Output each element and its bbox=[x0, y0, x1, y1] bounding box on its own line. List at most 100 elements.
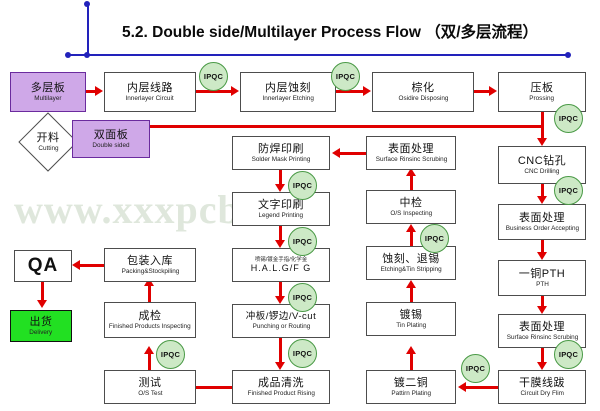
node-delivery[interactable]: 出货 Delivery bbox=[10, 310, 72, 342]
ipqc-label: IPQC bbox=[292, 181, 313, 190]
node-pattern-plating-cn: 镀二铜 bbox=[393, 376, 429, 389]
arrowhead-qa-to-delivery bbox=[37, 300, 47, 308]
node-tin-plating-en: Tin Plating bbox=[396, 321, 426, 329]
arrow-rinsing-to-soldermask bbox=[340, 152, 366, 155]
node-punching-cn: 冲板/锣边/V-cut bbox=[245, 310, 317, 322]
arrowhead-test-to-inspect bbox=[144, 346, 154, 354]
arrow-surface-to-pth bbox=[541, 240, 544, 254]
node-innerlayer-circuit-cn: 内层线路 bbox=[127, 81, 173, 94]
arrowhead-etching-to-oxide bbox=[363, 86, 371, 96]
arrowhead-soldermask-to-legend bbox=[275, 184, 285, 192]
ipqc-badge-os-inspecting[interactable]: IPQC bbox=[420, 224, 449, 253]
arrowhead-oxide-to-pressing bbox=[489, 86, 497, 96]
node-surface-rinsing-right-en: Surface Rinsinc Scrubing bbox=[506, 333, 578, 341]
ipqc-badge-os-test[interactable]: IPQC bbox=[156, 340, 185, 369]
node-pressing-cn: 压板 bbox=[530, 81, 554, 94]
arrowhead-drilling-to-surface bbox=[537, 196, 547, 204]
node-cutting[interactable]: 开料 Cutting bbox=[8, 112, 88, 172]
node-dry-film-en: Circuit Dry Flim bbox=[520, 389, 564, 397]
node-legend-printing[interactable]: 文字印刷 Legend Printing bbox=[232, 192, 330, 226]
arrow-rinse-to-test bbox=[196, 386, 232, 389]
ipqc-badge-pressing[interactable]: IPQC bbox=[554, 104, 583, 133]
node-halg[interactable]: 喷锡/镀金手指/化学金 H.A.L.G/F G bbox=[232, 248, 330, 282]
arrow-rinsing-to-dryfilm bbox=[541, 348, 544, 364]
node-etch-strip[interactable]: 蚀刻、退锡 Etching&Tin Stripping bbox=[366, 246, 456, 280]
node-surface-rinsing-mid[interactable]: 表面处理 Surface Rinsinc Scrubing bbox=[366, 136, 456, 170]
ipqc-badge-innerlayer-circuit[interactable]: IPQC bbox=[199, 62, 228, 91]
node-surface-rinsing-right-cn: 表面处理 bbox=[519, 320, 565, 333]
node-pressing-en: Prossing bbox=[529, 94, 555, 102]
arrow-pth-to-rinsing bbox=[541, 296, 544, 308]
node-surface-business[interactable]: 表面处理 Business Order Accepting bbox=[498, 204, 586, 240]
ipqc-label: IPQC bbox=[292, 349, 313, 358]
node-tin-plating-cn: 镀锡 bbox=[399, 308, 423, 321]
node-innerlayer-etching-cn: 内层蚀刻 bbox=[265, 81, 311, 94]
node-innerlayer-circuit-en: Innerlayer Circuit bbox=[125, 94, 175, 102]
arrow-doublesided-to-drilling bbox=[150, 125, 544, 128]
node-pth-cn: 一铜PTH bbox=[518, 267, 566, 280]
node-double-sided[interactable]: 双面板 Double sided bbox=[72, 120, 150, 158]
node-packing[interactable]: 包装入库 Packing&Stockpiling bbox=[104, 248, 196, 282]
node-cutting-en: Cutting bbox=[37, 144, 59, 152]
ipqc-badge-solder-mask[interactable]: IPQC bbox=[288, 171, 317, 200]
node-tin-plating[interactable]: 镀锡 Tin Plating bbox=[366, 302, 456, 336]
node-surface-rinsing-right[interactable]: 表面处理 Surface Rinsinc Scrubing bbox=[498, 314, 586, 348]
ipqc-label: IPQC bbox=[424, 234, 445, 243]
node-punching-en: Punching or Routing bbox=[252, 322, 310, 330]
node-innerlayer-etching-en: Innerlayer Etching bbox=[262, 94, 314, 102]
arrow-test-to-inspect bbox=[148, 352, 151, 370]
arrowhead-circuit-to-etching bbox=[231, 86, 239, 96]
node-pth[interactable]: 一铜PTH PTH bbox=[498, 260, 586, 296]
ipqc-label: IPQC bbox=[558, 186, 579, 195]
node-os-test-cn: 测试 bbox=[138, 376, 162, 389]
node-delivery-en: Delivery bbox=[29, 328, 53, 336]
node-packing-cn: 包装入库 bbox=[127, 254, 173, 267]
arrow-pattern-to-tin bbox=[410, 352, 413, 370]
node-final-inspect[interactable]: 成检 Finished Products Inspecting bbox=[104, 302, 196, 338]
node-oxide[interactable]: 棕化 Osidire Disposing bbox=[372, 72, 474, 112]
node-multilayer[interactable]: 多层板 Multilayer bbox=[10, 72, 86, 112]
node-oxide-cn: 棕化 bbox=[411, 81, 435, 94]
node-os-test[interactable]: 测试 O/S Test bbox=[104, 370, 196, 404]
ipqc-label: IPQC bbox=[292, 237, 313, 246]
node-qa[interactable]: QA bbox=[14, 250, 72, 282]
ipqc-label: IPQC bbox=[558, 350, 579, 359]
node-pattern-plating[interactable]: 镀二铜 Pattirn Plating bbox=[366, 370, 456, 404]
ipqc-badge-punching[interactable]: IPQC bbox=[288, 339, 317, 368]
ipqc-label: IPQC bbox=[160, 350, 181, 359]
arrowhead-multilayer-to-circuit bbox=[95, 86, 103, 96]
arrow-soldermask-to-legend bbox=[279, 170, 282, 186]
title-vertical-rule bbox=[87, 2, 89, 56]
arrow-punching-to-rinse bbox=[279, 338, 282, 364]
node-halg-cn: 喷锡/镀金手指/化学金 bbox=[254, 256, 308, 263]
arrow-etch-to-inspect bbox=[410, 230, 413, 246]
node-final-inspect-cn: 成检 bbox=[138, 309, 162, 322]
arrowhead-surface-to-pth bbox=[537, 252, 547, 260]
ipqc-badge-innerlayer-etching[interactable]: IPQC bbox=[331, 62, 360, 91]
node-innerlayer-etching[interactable]: 内层蚀刻 Innerlayer Etching bbox=[240, 72, 336, 112]
node-punching[interactable]: 冲板/锣边/V-cut Punching or Routing bbox=[232, 304, 330, 338]
node-final-rinse[interactable]: 成品清洗 Finished Product Rising bbox=[232, 370, 330, 404]
arrow-legend-to-halg bbox=[279, 226, 282, 242]
ipqc-badge-dry-film[interactable]: IPQC bbox=[461, 354, 490, 383]
arrowhead-tin-to-etch bbox=[406, 280, 416, 288]
arrow-drilling-to-surface bbox=[541, 184, 544, 198]
node-pattern-plating-en: Pattirn Plating bbox=[391, 389, 431, 397]
node-surface-rinsing-mid-en: Surface Rinsinc Scrubing bbox=[375, 155, 447, 163]
ipqc-badge-surface-rinsing-right[interactable]: IPQC bbox=[554, 340, 583, 369]
node-os-inspecting[interactable]: 中检 O/S Inspecting bbox=[366, 190, 456, 224]
node-innerlayer-circuit[interactable]: 内层线路 Innerlayer Circuit bbox=[104, 72, 196, 112]
node-etch-strip-cn: 蚀刻、退锡 bbox=[382, 252, 440, 265]
blue-dot-mid bbox=[84, 52, 90, 58]
arrowhead-inspect-to-rinsing bbox=[406, 168, 416, 176]
node-dry-film[interactable]: 干膜线跋 Circuit Dry Flim bbox=[498, 370, 586, 404]
node-solder-mask[interactable]: 防焊印刷 Solder Mask Printing bbox=[232, 136, 330, 170]
arrowhead-pattern-to-tin bbox=[406, 346, 416, 354]
ipqc-badge-cnc-drilling[interactable]: IPQC bbox=[554, 176, 583, 205]
arrow-dryfilm-to-pattern bbox=[466, 386, 498, 389]
ipqc-badge-legend-printing[interactable]: IPQC bbox=[288, 227, 317, 256]
ipqc-label: IPQC bbox=[292, 293, 313, 302]
arrow-packing-to-qa bbox=[80, 264, 104, 267]
ipqc-badge-halg[interactable]: IPQC bbox=[288, 283, 317, 312]
